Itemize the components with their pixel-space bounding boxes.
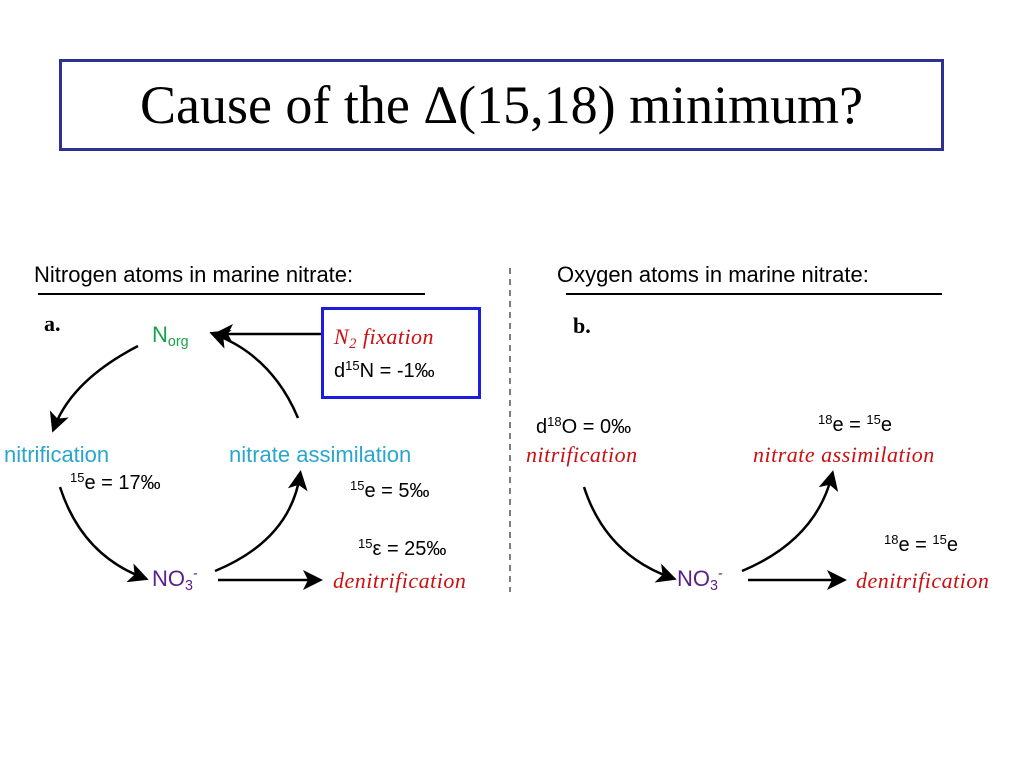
e-assimilation-equality-b: 18e = 15e <box>818 411 892 436</box>
page-title: Cause of the Δ(15,18) minimum? <box>139 75 864 135</box>
nitrate-assimilation-label-a: nitrate assimilation <box>229 442 412 467</box>
e-nitrification-value: 15e = 17‰ <box>70 469 161 494</box>
arrow-no3-to-assimilation-b <box>741 470 839 573</box>
panel-b-letter: b. <box>573 313 591 338</box>
e-denitrification-equality-b: 18e = 15e <box>884 531 958 556</box>
n2-fixation-label: N2 fixation <box>334 324 435 353</box>
d15n-value: d15N = -1‰ <box>334 357 435 382</box>
no3-label-a: NO3- <box>152 566 198 595</box>
arrow-no3-to-assimilation <box>214 470 308 573</box>
nitrate-assimilation-label-b: nitrate assimilation <box>753 442 935 467</box>
arrow-nitrification-to-no3-b <box>582 486 677 583</box>
no3-label-b: NO3- <box>677 566 723 595</box>
eps-denitrification-value: 15ε = 25‰ <box>358 535 447 560</box>
denitrification-label-a: denitrification <box>333 568 467 593</box>
nitrification-label-b: nitrification <box>526 442 638 467</box>
e-assimilation-value: 15e = 5‰ <box>350 477 430 502</box>
denitrification-label-b: denitrification <box>856 568 990 593</box>
panel-a-letter: a. <box>44 311 61 336</box>
title-box: Cause of the Δ(15,18) minimum? <box>59 59 944 151</box>
d18o-value: d18O = 0‰ <box>536 413 632 438</box>
panel-a-heading: Nitrogen atoms in marine nitrate: <box>34 262 354 287</box>
arrow-nitrification-to-no3 <box>58 486 149 583</box>
n2-fixation-box <box>321 307 481 399</box>
panel-b-heading: Oxygen atoms in marine nitrate: <box>557 262 869 287</box>
arrow-norg-to-nitrification <box>49 344 139 433</box>
nitrification-label-a: nitrification <box>4 442 110 467</box>
arrow-assimilation-to-norg <box>209 329 300 419</box>
norg-label: Norg <box>152 322 189 351</box>
